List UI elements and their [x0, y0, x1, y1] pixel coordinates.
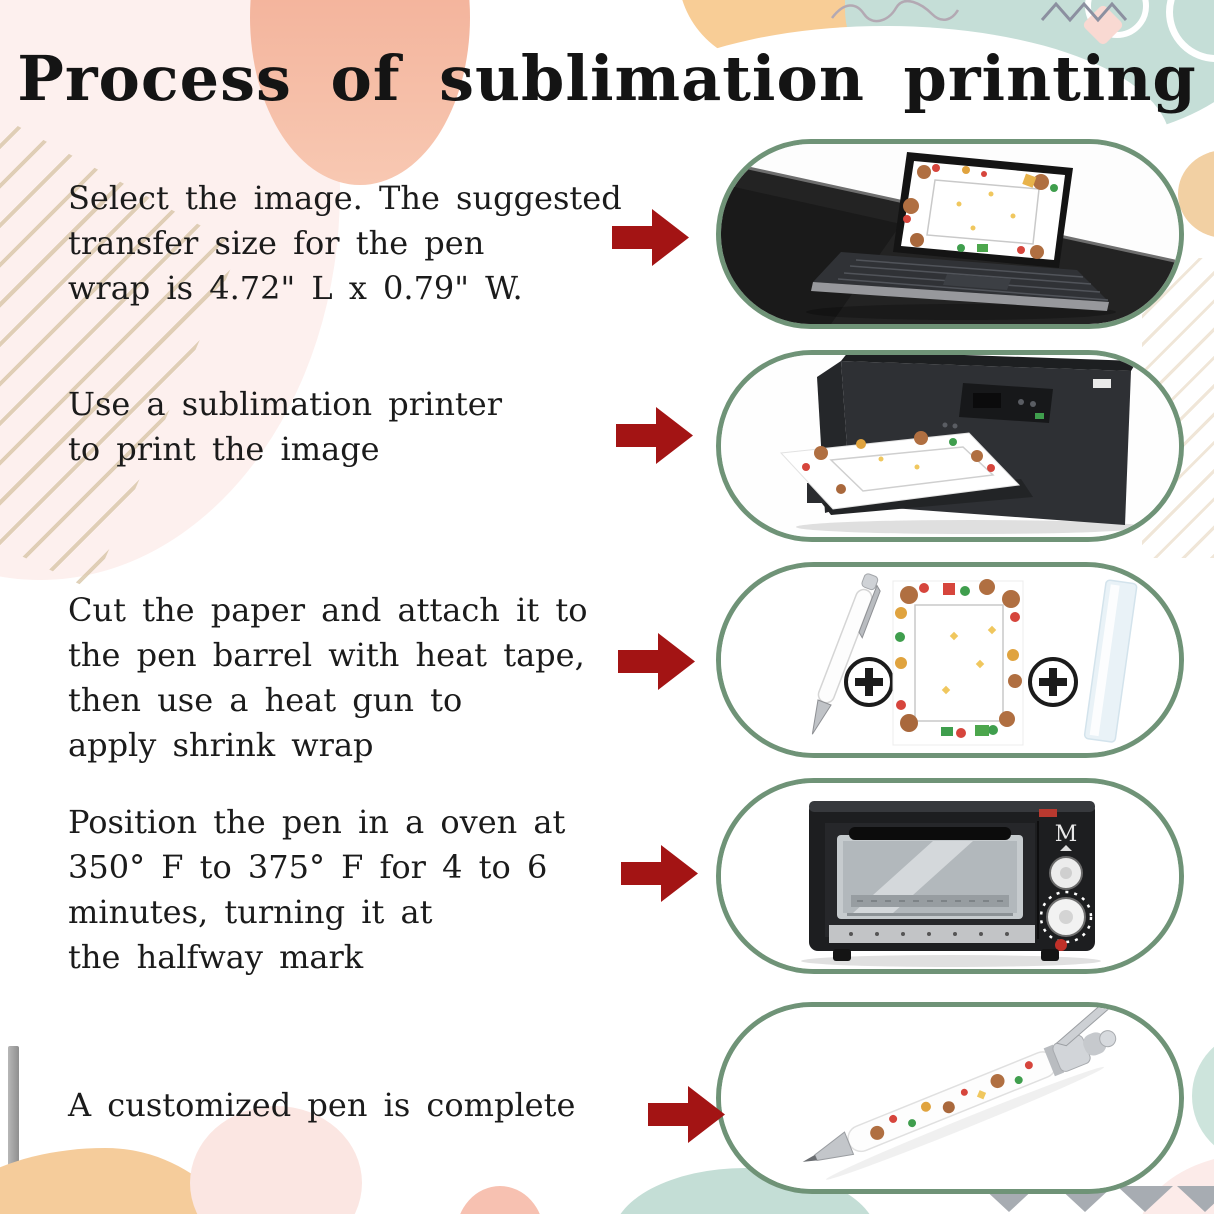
decor-salmon-circle-bottom [456, 1186, 544, 1214]
oven-brand-letter: M [1055, 822, 1078, 847]
plus-icon [844, 657, 894, 707]
decor-squiggle-line [831, 0, 960, 23]
finished-pen [802, 1007, 1117, 1180]
arrow-right-icon [612, 209, 690, 266]
decor-zigzag-line [1040, 1, 1128, 23]
decor-teal-circle-bottom-right [1192, 1032, 1214, 1160]
page-title: Process of sublimation printing [17, 42, 1197, 115]
step-1-image-laptop [716, 139, 1184, 329]
step-2-image-printer [716, 350, 1184, 542]
step-5-image-finished-pen [716, 1002, 1184, 1194]
step-2-text: Use a sublimation printer to print the i… [68, 385, 503, 468]
step-4-text: Position the pen in a oven at 350° F to … [68, 803, 566, 976]
shrink-wrap-film [1083, 579, 1138, 743]
arrow-right-icon [618, 633, 696, 690]
arrow-right-icon [616, 407, 694, 464]
arrow-right-icon [621, 845, 699, 902]
step-4-image-oven: M [716, 778, 1184, 974]
blank-pen [811, 573, 881, 735]
arrow-right-icon [648, 1086, 726, 1143]
decor-gray-bar-left [8, 1046, 19, 1188]
step-3-image-pen-paper-wrap [716, 562, 1184, 758]
printed-transfer-paper [892, 579, 1024, 746]
step-1-text: Select the image. The suggested transfer… [68, 179, 622, 307]
plus-icon [1028, 657, 1078, 707]
step-3-text: Cut the paper and attach it to the pen b… [68, 591, 588, 764]
step-5-text: A customized pen is complete [68, 1086, 576, 1124]
